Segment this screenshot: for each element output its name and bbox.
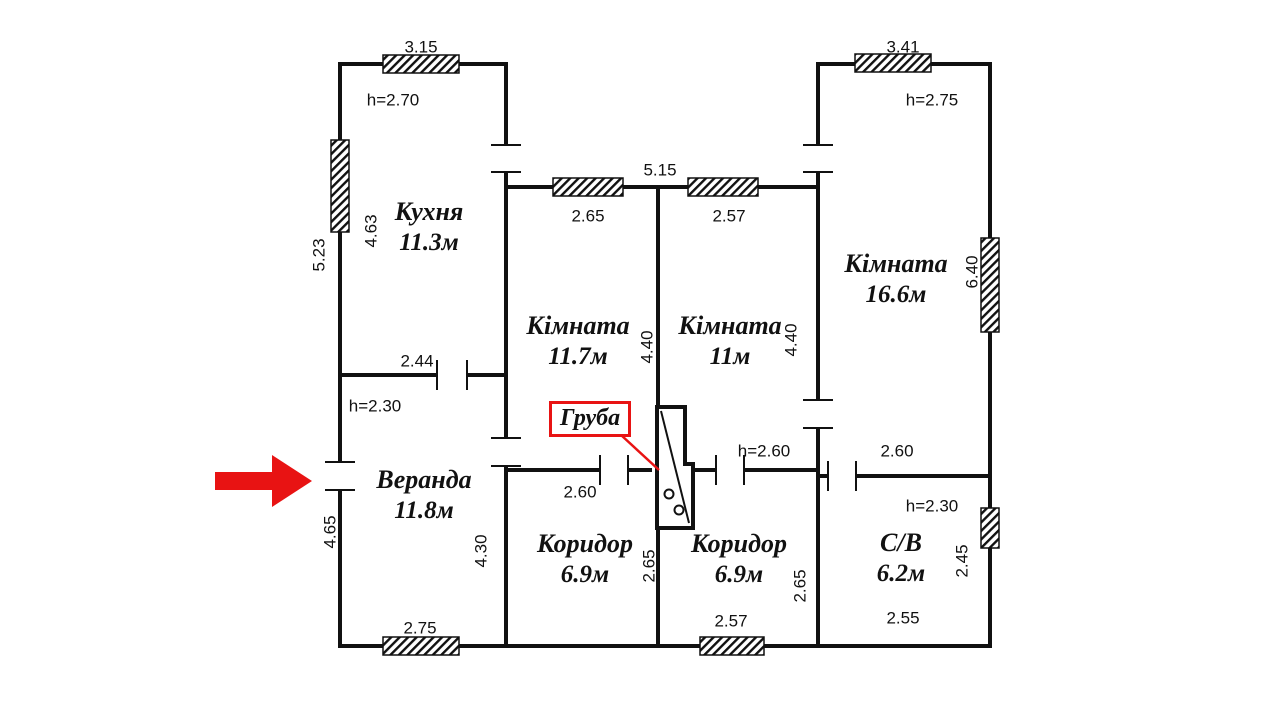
room-label-veranda: Веранда 11.8м xyxy=(376,465,472,524)
dim-kitchen-top-width: 3.15 xyxy=(404,37,438,57)
dim-bathroom-height: h=2.30 xyxy=(905,496,959,516)
windows xyxy=(330,53,1000,656)
dim-corridor1-top: 2.60 xyxy=(563,482,597,502)
window-room3-right xyxy=(980,237,1000,333)
dim-room3-right: 6.40 xyxy=(962,255,982,289)
room-area: 11.3м xyxy=(399,229,459,256)
window-bathroom-right xyxy=(980,507,1000,549)
window-room1-top xyxy=(552,177,624,197)
dim-kitchen-inner-left: 4.63 xyxy=(361,214,381,248)
stove-shape xyxy=(655,405,695,530)
room-area: 11.7м xyxy=(548,343,608,370)
window-kitchen-left xyxy=(330,139,350,233)
room-label-corridor2: Коридор 6.9м xyxy=(690,529,788,588)
room-label-room2: Кімната 11м xyxy=(678,311,782,370)
dim-bathroom-bottom: 2.55 xyxy=(886,608,920,628)
dim-room2-top: 2.57 xyxy=(712,206,746,226)
entrance-arrow-icon xyxy=(215,455,312,507)
room-label-bathroom: С/В 6.2м xyxy=(876,528,926,587)
dim-room2-height: h=2.60 xyxy=(737,441,791,461)
room-area: 6.9м xyxy=(560,561,610,588)
room-name: Кімната xyxy=(678,311,782,340)
dim-room3-height: h=2.75 xyxy=(905,90,959,110)
dim-kitchen-bottom: 2.44 xyxy=(400,351,434,371)
room-area: 11.8м xyxy=(394,497,454,524)
dim-corridor2-bottom: 2.57 xyxy=(714,611,748,631)
room-area: 6.9м xyxy=(714,561,764,588)
room-label-room1: Кімната 11.7м xyxy=(526,311,630,370)
room-name: Кімната xyxy=(526,311,630,340)
window-veranda-bottom xyxy=(382,636,460,656)
window-kitchen-top xyxy=(382,54,460,74)
dim-left-outer: 5.23 xyxy=(309,238,329,272)
dim-veranda-bottom: 2.75 xyxy=(403,618,437,638)
room-label-kitchen: Кухня 11.3м xyxy=(394,197,464,256)
dim-kitchen-height: h=2.70 xyxy=(366,90,420,110)
room-name: Коридор xyxy=(536,529,634,558)
room-name: Кімната xyxy=(844,249,948,278)
room-area: 6.2м xyxy=(876,560,926,587)
window-room3-top xyxy=(854,53,932,73)
room-name: Веранда xyxy=(376,465,472,494)
dim-veranda-left: 4.65 xyxy=(320,515,340,549)
room-area: 11м xyxy=(709,343,751,370)
room-label-corridor1: Коридор 6.9м xyxy=(536,529,634,588)
room-label-room3: Кімната 16.6м xyxy=(844,249,948,308)
room-name: Кухня xyxy=(394,197,464,226)
dim-room3-bottom: 2.60 xyxy=(880,441,914,461)
dim-room1-side: 4.40 xyxy=(637,330,657,364)
dim-room2-side: 4.40 xyxy=(781,323,801,357)
window-room2-top xyxy=(687,177,759,197)
dim-corridor2-right: 2.65 xyxy=(790,569,810,603)
dim-middle-top: 5.15 xyxy=(643,160,677,180)
dim-veranda-height: h=2.30 xyxy=(348,396,402,416)
dim-bathroom-right: 2.45 xyxy=(952,544,972,578)
room-name: Коридор xyxy=(690,529,788,558)
dim-corridor1-left: 4.30 xyxy=(471,534,491,568)
stove-callout-label: Груба xyxy=(560,405,621,431)
stove-callout-leader xyxy=(620,434,660,471)
dim-room3-top: 3.41 xyxy=(886,37,920,57)
room-name: С/В xyxy=(880,528,922,557)
stove-callout: Груба xyxy=(549,401,632,438)
dim-room1-top: 2.65 xyxy=(571,206,605,226)
dim-corridor1-right: 2.65 xyxy=(639,549,659,583)
room-area: 16.6м xyxy=(865,281,927,308)
door-ticks xyxy=(325,144,857,491)
window-corridor-bottom xyxy=(699,636,765,656)
